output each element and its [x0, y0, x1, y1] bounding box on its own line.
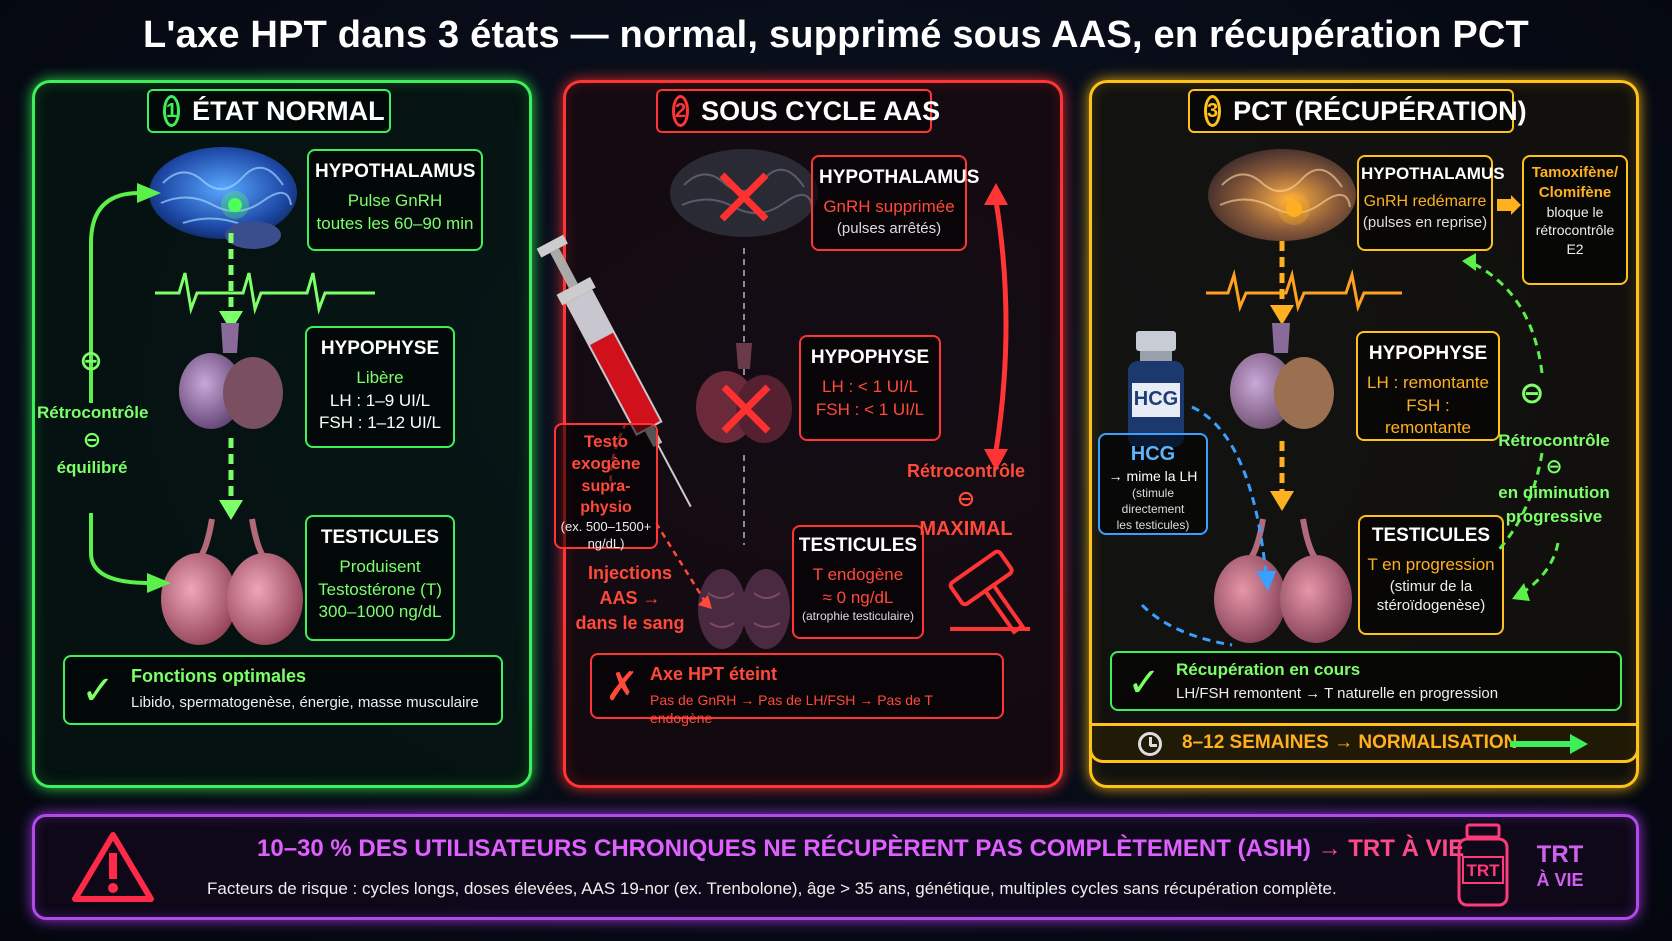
hcg-vial-icon [1128, 331, 1184, 447]
atrophied-testicles-icon [698, 569, 790, 649]
feedback-label-normal: Rétrocontrôle ⊖ équilibré [37, 403, 149, 477]
panel-aas-cycle: 2 SOUS CYCLE AAS [536, 80, 1063, 788]
step-number-2: 2 [672, 95, 690, 127]
clock-icon [1138, 732, 1162, 756]
arrow-pit-to-testes-recovering [1270, 441, 1294, 511]
hypothalamus-box-normal: HYPOTHALAMUS Pulse GnRH toutes les 60–90… [307, 149, 483, 251]
injections-label: Injections AAS → dans le sang [575, 563, 685, 634]
result-box-aas: ✗ Axe HPT éteint Pas de GnRH → Pas de LH… [590, 653, 1004, 726]
feedback-minus-icon-pct: ⊖ [1519, 377, 1545, 410]
trt-side-label: TRT À VIE [1536, 841, 1584, 890]
brain-suppressed-icon [670, 149, 818, 237]
feedback-loop-normal [89, 183, 171, 593]
hcg-box: HCG → mime la LH (stimule directement le… [1098, 433, 1208, 535]
brain-recovering-icon [1208, 149, 1356, 241]
serm-box: Tamoxifène/ Clomifène bloque le rétrocon… [1522, 155, 1628, 285]
panel-pct-title-text: PCT (RÉCUPÉRATION) [1233, 95, 1527, 126]
banner-headline-row: 10–30 % DES UTILISATEURS CHRONIQUES NE R… [257, 835, 1465, 862]
step-number-1: 1 [163, 95, 181, 127]
cross-icon: ✗ [605, 665, 639, 709]
warning-banner: 10–30 % DES UTILISATEURS CHRONIQUES NE R… [32, 814, 1639, 920]
panel-aas-title: 2 SOUS CYCLE AAS [656, 89, 940, 133]
step-number-3: 3 [1204, 95, 1222, 127]
arrow-suppressed-hypo-to-pit [743, 248, 745, 398]
trt-vial-icon [1457, 823, 1509, 907]
arrow-suppressed-pit-to-testes [743, 455, 745, 545]
feedback-loop-pct [1462, 253, 1560, 601]
check-icon-pct: ✓ [1127, 661, 1161, 705]
feedback-arrow-maximal [984, 183, 1009, 471]
check-icon: ✓ [81, 669, 115, 713]
hcg-vial-label: HCG [1133, 388, 1179, 410]
gnrh-pulse-recovering-icon [1206, 269, 1402, 313]
hypophyse-box-pct: HYPOPHYSE LH : remontante FSH : remontan… [1356, 331, 1500, 441]
exogenous-testo-box: Testo exogène supra-physio (ex. 500–1500… [554, 423, 658, 551]
feedback-label-maximal: Rétrocontrôle ⊖ MAXIMAL [906, 461, 1025, 540]
feedback-label-pct: Rétrocontrôle ⊖ en diminution progressiv… [1498, 431, 1610, 526]
panel-normal-state: 1 ÉTAT NORMAL [32, 80, 532, 788]
arrow-hypo-to-pit-recovering [1270, 241, 1294, 325]
hcg-dashed-arrows [1140, 405, 1276, 647]
timeline-arrow-icon [1510, 734, 1588, 754]
trt-vial-label: TRT [1466, 861, 1500, 880]
banner-detail: Facteurs de risque : cycles longs, doses… [207, 879, 1337, 898]
testicles-icon [161, 518, 303, 645]
hypothalamus-box-aas: HYPOTHALAMUS GnRH supprimée (pulses arrê… [811, 155, 979, 251]
arrow-serm-to-hypothalamus [1497, 195, 1521, 215]
testicules-box-pct: TESTICULES T en progression (stimur de l… [1358, 515, 1504, 635]
hypothalamus-box-pct: HYPOTHALAMUS GnRH redémarre (pulses en r… [1357, 155, 1505, 251]
pituitary-icon [179, 323, 283, 429]
pituitary-suppressed-icon [696, 343, 792, 443]
hypophyse-box-aas: HYPOPHYSE LH : < 1 UI/L FSH : < 1 UI/L [799, 335, 941, 441]
feedback-minus-icon-top: ⊖ [79, 345, 103, 376]
testicules-box-normal: TESTICULES Produisent Testostérone (T) 3… [305, 515, 455, 641]
page-title: L'axe HPT dans 3 états — normal, supprim… [143, 14, 1529, 56]
panel-normal-title-text: ÉTAT NORMAL [192, 95, 385, 126]
warning-icon [72, 832, 154, 902]
result-box-normal: ✓ Fonctions optimales Libido, spermatoge… [63, 655, 503, 725]
gnrh-pulse-icon [155, 272, 375, 315]
panel-normal-title: 1 ÉTAT NORMAL [147, 89, 391, 133]
timeline-bar: 8–12 SEMAINES → NORMALISATION [1089, 723, 1639, 763]
arrow-hypophyse-to-testicules [219, 438, 243, 520]
gavel-icon [948, 549, 1030, 635]
panel-pct-recovery: 3 PCT (RÉCUPÉRATION) HCG [1089, 80, 1639, 788]
panel-aas-title-text: SOUS CYCLE AAS [701, 95, 941, 126]
result-box-pct: ✓ Récupération en cours LH/FSH remontent… [1110, 651, 1622, 711]
testicules-box-aas: TESTICULES T endogène ≈ 0 ng/dL (atrophi… [792, 525, 924, 639]
arrow-hypothalamus-to-hypophyse [219, 233, 243, 331]
panel-pct-title: 3 PCT (RÉCUPÉRATION) [1188, 89, 1527, 133]
pituitary-recovering-icon [1230, 323, 1334, 429]
brain-icon [149, 147, 297, 249]
hypophyse-box-normal: HYPOPHYSE Libère LH : 1–9 UI/L FSH : 1–1… [305, 326, 455, 448]
